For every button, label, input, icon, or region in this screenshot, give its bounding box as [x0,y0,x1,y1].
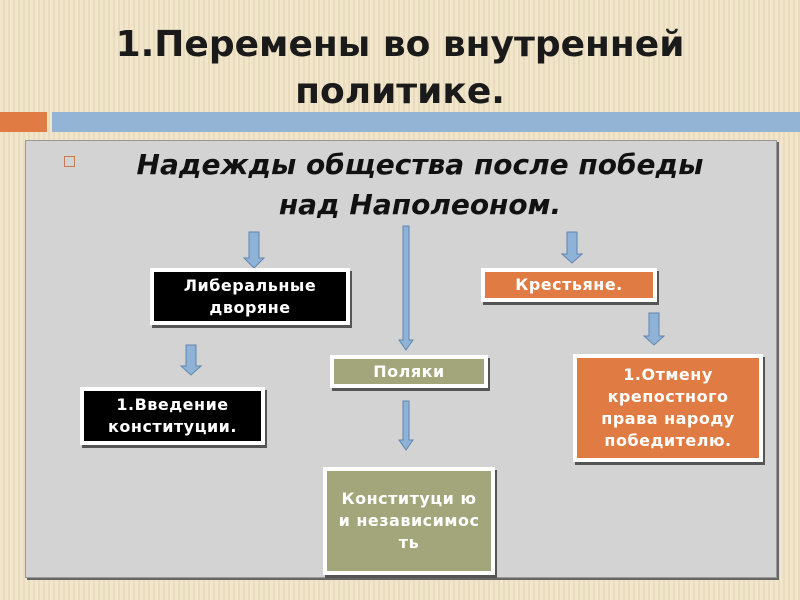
node-constitution-intro: 1.Введение конституции. [80,387,265,445]
bullet-icon [64,156,75,167]
node-poles: Поляки [330,355,488,388]
arrow-down-icon [560,231,584,264]
subtitle-line1: Надежды общества после победы [136,148,704,181]
slide-title-line1: 1.Перемены во внутренней [115,24,685,65]
node-liberal-nobles: Либеральные дворяне [150,268,350,325]
arrow-down-icon [242,231,266,269]
accent-bar-blue [52,112,800,132]
arrow-down-icon [642,312,666,346]
node-abolish-serfdom: 1.Отмену крепостного права народу победи… [573,354,763,462]
arrow-down-icon [398,225,414,351]
node-constitution-independence: Конституци ю и независимос ть [323,467,495,575]
slide-title-line2: политике. [295,71,505,112]
arrow-down-icon [398,400,414,451]
accent-bar-orange [0,112,47,132]
subtitle-line2: над Наполеоном. [278,188,562,221]
arrow-down-icon [179,344,203,376]
node-peasants: Крестьяне. [481,268,657,302]
